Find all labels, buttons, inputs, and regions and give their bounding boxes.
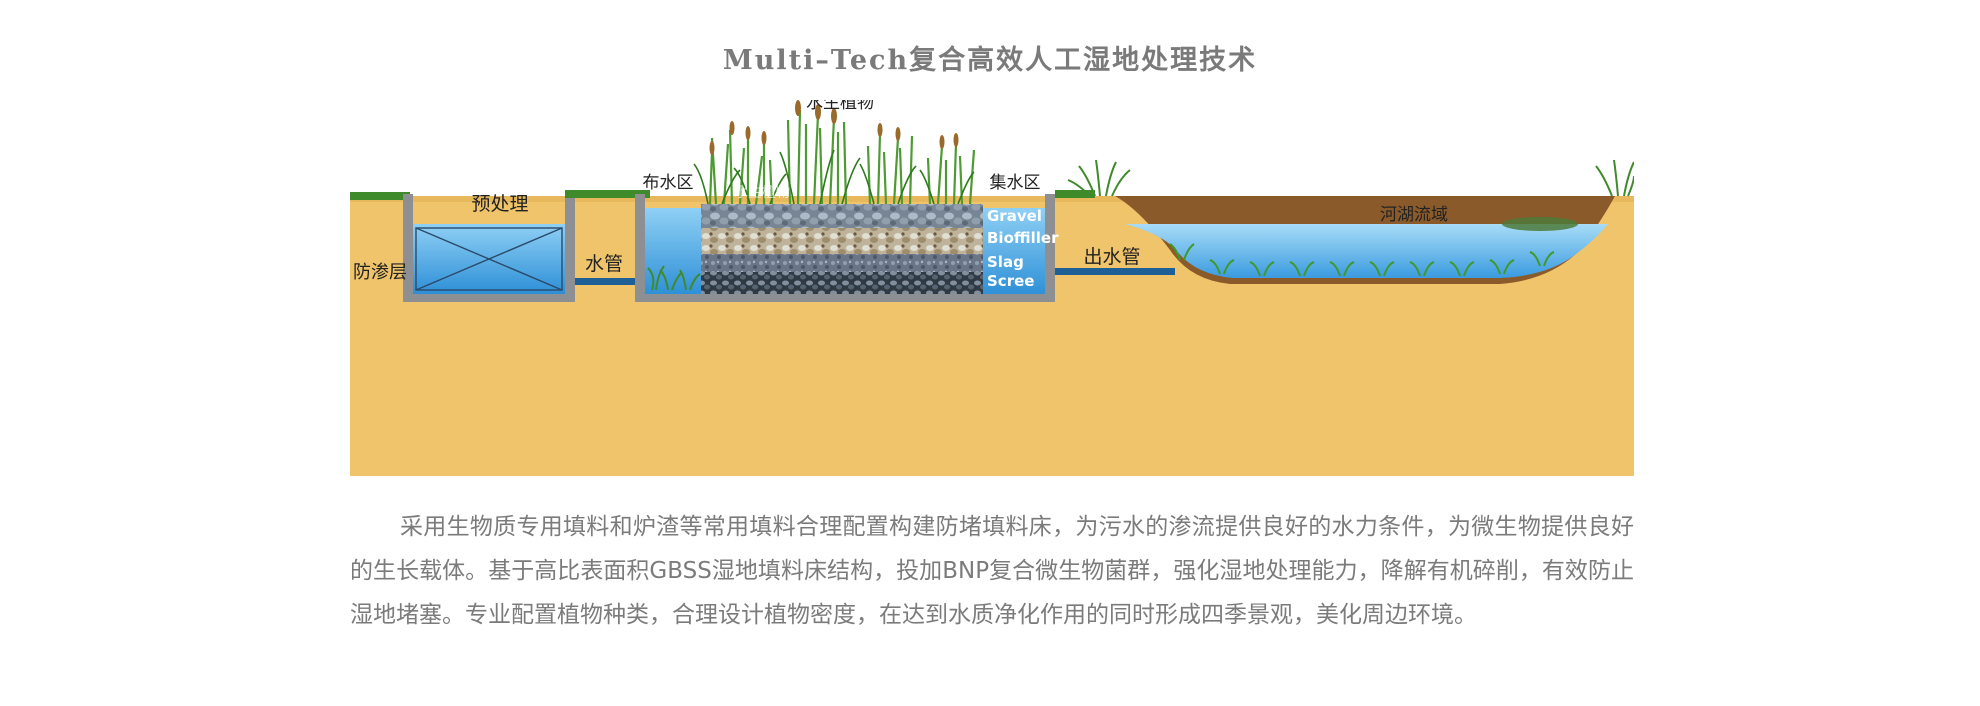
label-layer-scree: Scree bbox=[987, 272, 1034, 290]
filter-bed bbox=[701, 204, 983, 294]
gravel-layer bbox=[701, 204, 983, 228]
bank-grass-clump-left bbox=[1067, 159, 1131, 197]
pretreatment-tank-floor bbox=[403, 294, 575, 302]
label-outlet-pipe: 出水管 bbox=[1083, 246, 1140, 268]
label-distribution-zone: 布水区 bbox=[643, 173, 694, 193]
wetland-diagram: 水生植物 水生植物 预处理 布水区 集水区 防渗层 水管 出水管 河湖流域 Gr… bbox=[350, 100, 1634, 476]
floating-plants bbox=[1502, 217, 1578, 231]
distribution-plants bbox=[647, 265, 701, 291]
collection-water bbox=[983, 208, 1045, 296]
label-pretreatment: 预处理 bbox=[471, 193, 528, 215]
bioffiller-layer bbox=[701, 228, 983, 254]
label-river-lake-basin: 河湖流域 bbox=[1380, 205, 1448, 225]
label-layer-slag: Slag bbox=[987, 253, 1024, 271]
basin-floor bbox=[635, 294, 1055, 302]
reed-seed-heads bbox=[709, 100, 959, 155]
label-seepage-layer: 防渗层 bbox=[353, 262, 407, 283]
pretreatment-mesh-box bbox=[415, 227, 563, 291]
page-title: Multi–Tech复合高效人工湿地处理技术 bbox=[722, 45, 1258, 76]
lake-water bbox=[1125, 224, 1608, 278]
pretreatment-tank-wall-right bbox=[565, 194, 575, 300]
left-bank-grass bbox=[350, 192, 410, 200]
label-aquatic-plants: 水生植物 bbox=[806, 100, 874, 113]
pretreatment-tank-wall-left bbox=[403, 194, 413, 300]
right-bank-grass bbox=[1055, 190, 1095, 198]
collection-wall bbox=[1045, 194, 1055, 302]
label-water-pipe: 水管 bbox=[585, 253, 623, 275]
label-aquatic-plants-overlay: 水生植物 bbox=[734, 185, 790, 201]
lake-plants bbox=[1169, 243, 1555, 277]
middle-bank-grass bbox=[565, 190, 650, 198]
slag-layer bbox=[701, 254, 983, 272]
label-layer-gravel: Gravel bbox=[987, 207, 1042, 225]
label-collection-zone: 集水区 bbox=[990, 173, 1041, 193]
scree-layer bbox=[701, 272, 983, 294]
label-layer-bioffiller: Bioffiller bbox=[987, 229, 1059, 247]
description-paragraph: 采用生物质专用填料和炉渣等常用填料合理配置构建防堵填料床，为污水的渗流提供良好的… bbox=[350, 514, 1634, 628]
distribution-wall bbox=[635, 194, 645, 302]
wetland-reeds bbox=[708, 109, 976, 205]
reed-leaves bbox=[693, 149, 975, 205]
bank-grass-clump-right bbox=[1595, 159, 1634, 197]
water-pipe bbox=[575, 278, 640, 285]
outlet-pipe bbox=[1055, 268, 1175, 275]
